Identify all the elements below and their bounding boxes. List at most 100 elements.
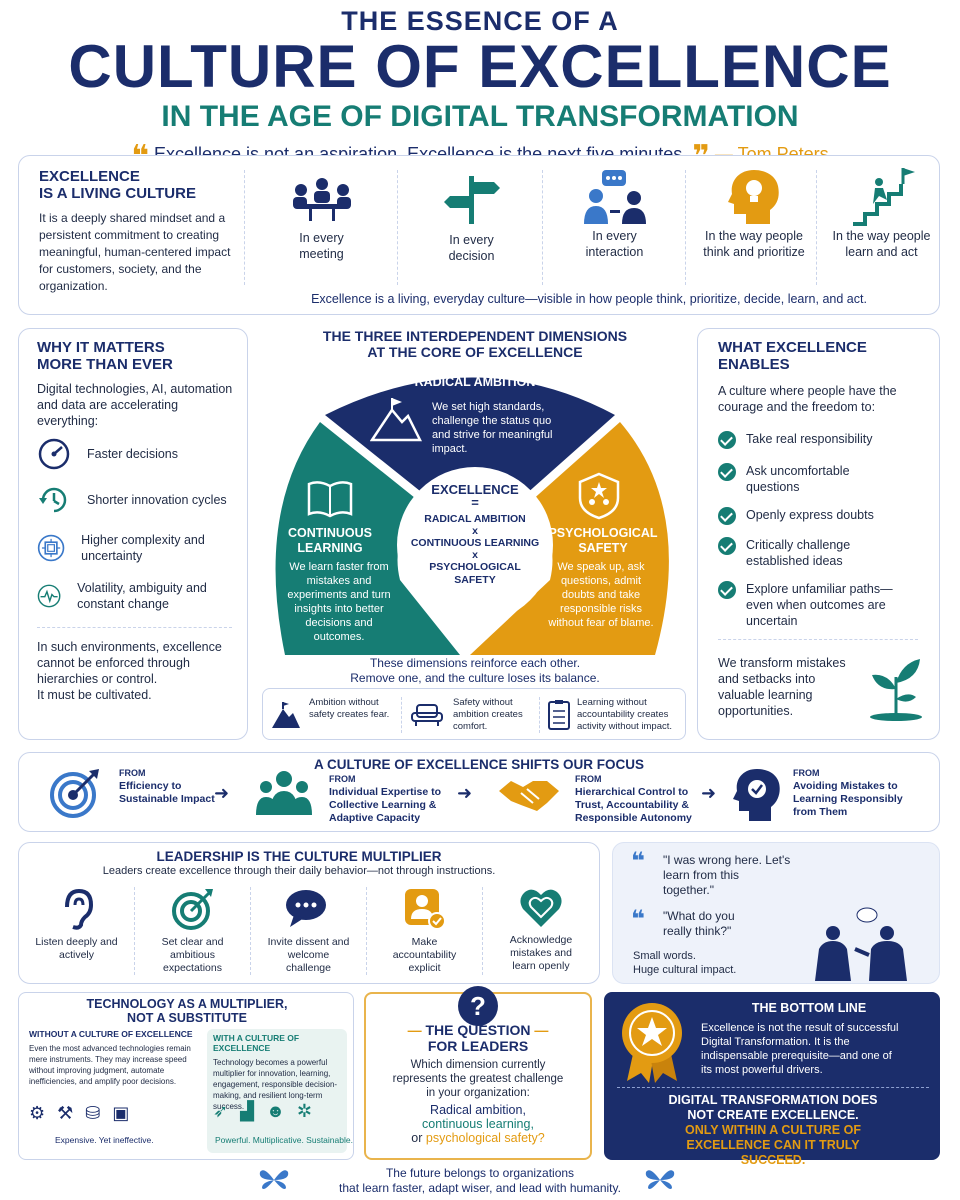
center-x2: x (472, 549, 478, 561)
bottom-title: THE BOTTOM LINE (751, 1001, 867, 1015)
dimensions-note-1: These dimensions reinforce each other. (369, 656, 581, 670)
leadership-label: Listen deeply and actively (35, 936, 118, 961)
with-text: Technology becomes a powerful multiplier… (213, 1058, 338, 1111)
gears-icon: ⚙ (29, 1103, 46, 1123)
list-item: Openly express doubts (718, 507, 928, 525)
head-bulb-icon (728, 170, 779, 224)
meeting-icon (292, 178, 351, 221)
award-badge-icon (622, 1003, 682, 1083)
quote-mark-icon: ❝ (631, 848, 646, 875)
why-closing-2: It must be cultivated. (37, 688, 152, 702)
learning-text: We learn faster from mistakes and experi… (287, 561, 391, 643)
enables-title-1: WHAT EXCELLENCE (718, 339, 867, 356)
footer-line-2: that learn faster, adapt wiser, and lead… (339, 1181, 621, 1195)
shift-text: Efficiency to Sustainable Impact (119, 780, 215, 805)
chip-icon (37, 534, 65, 562)
why-item-label: Shorter innovation cycles (87, 493, 227, 507)
living-item-learn: In the way people learn and act (824, 166, 939, 260)
bottom-text: Excellence is not the result of successf… (701, 1022, 899, 1076)
living-culture-card: EXCELLENCE IS A LIVING CULTURE It is a d… (18, 155, 940, 315)
quotes-card: ❝ "I was wrong here. Let's learn from th… (612, 842, 940, 984)
warning-text: Ambition without safety creates fear. (309, 697, 390, 720)
why-intro: Digital technologies, AI, automation and… (37, 382, 233, 428)
without-footer: Expensive. Yet ineffective. (55, 1135, 154, 1145)
ear-icon (64, 888, 93, 930)
leadership-title: LEADERSHIP IS THE CULTURE MULTIPLIER (156, 849, 442, 864)
center-a: RADICAL AMBITION (424, 513, 526, 525)
leadership-item: Invite dissent and welcome challenge (251, 887, 367, 975)
butterfly-icon (259, 1170, 289, 1189)
living-title-1: EXCELLENCE (39, 168, 140, 185)
question-opt-1: Radical ambition, (430, 1103, 526, 1117)
quote-mark-icon: ❝ (631, 906, 646, 933)
speedometer-icon (38, 438, 70, 470)
living-item-think: In the way people think and prioritize (694, 166, 814, 260)
enables-item: Openly express doubts (746, 508, 874, 522)
rocket-icon: ➶ (213, 1101, 229, 1121)
why-item-label: Higher complexity and uncertainty (81, 533, 205, 563)
leadership-item: Make accountability explicit (367, 887, 483, 975)
header: THE ESSENCE OF A CULTURE OF EXCELLENCE I… (0, 6, 960, 174)
question-text: Which dimension currently represents the… (392, 1059, 564, 1099)
mountain-icon (272, 702, 300, 728)
quotes-closing-2: Huge cultural impact. (633, 964, 737, 976)
head-check-icon (733, 769, 780, 821)
ambition-title: RADICAL AMBITION (414, 375, 536, 389)
quotes-closing-1: Small words. (633, 950, 696, 962)
check-icon (718, 463, 736, 481)
enables-item: Critically challenge established ideas (746, 538, 851, 568)
technology-title-1: TECHNOLOGY AS A MULTIPLIER, (86, 997, 288, 1011)
list-item: Critically challenge established ideas (718, 537, 928, 569)
shift-from: FROM (575, 774, 602, 784)
bottom-line-card: THE BOTTOM LINE Excellence is not the re… (604, 992, 940, 1167)
safety-text: We speak up, ask questions, admit doubts… (548, 561, 654, 629)
without-icons: ⚙ ⚒ ⛁ ▣ (29, 1103, 129, 1124)
leadership-label: Set clear and ambitious expectations (161, 936, 224, 974)
sofa-icon (411, 704, 443, 726)
dimensions-note-2: Remove one, and the culture loses its ba… (350, 671, 600, 685)
question-opt-2: continuous learning, (422, 1117, 534, 1131)
enables-closing: We transform mistakes and setbacks into … (718, 656, 846, 718)
list-item: Explore unfamiliar paths—even when outco… (718, 581, 928, 629)
why-item-label: Faster decisions (87, 447, 179, 461)
list-item: Faster decisions (37, 433, 237, 475)
header-line3: IN THE AGE OF DIGITAL TRANSFORMATION (161, 100, 799, 133)
center-c: PSYCHOLOGICAL SAFETY (429, 561, 521, 586)
enables-card: WHAT EXCELLENCE ENABLES A culture where … (697, 328, 940, 740)
enables-item: Ask uncomfortable questions (746, 464, 850, 494)
growth-chart-icon: ▟ (240, 1101, 254, 1121)
center-b: CONTINUOUS LEARNING (410, 537, 540, 549)
technology-title-2: NOT A SUBSTITUTE (127, 1011, 247, 1025)
living-item-meeting: In every meeting (259, 174, 384, 262)
shift-text: Avoiding Mistakes to Learning Responsibl… (793, 780, 903, 818)
dimensions-title-1: THE THREE INTERDEPENDENT DIMENSIONS (322, 328, 628, 344)
checklist-icon (548, 700, 570, 730)
leadership-label: Make accountability explicit (392, 936, 457, 974)
question-card: ? — THE QUESTION — FOR LEADERS Which dim… (364, 986, 592, 1160)
shift-card: A CULTURE OF EXCELLENCE SHIFTS OUR FOCUS… (18, 752, 940, 832)
shift-from: FROM (119, 768, 146, 778)
warning-text: Safety without ambition creates comfort. (453, 697, 523, 732)
dimensions-note: These dimensions reinforce each other. R… (290, 656, 660, 686)
chat-people-icon (583, 170, 646, 224)
living-item-label: In the way people learn and act (832, 229, 931, 259)
list-item: Take real responsibility (718, 431, 928, 449)
enables-item: Explore unfamiliar paths—even when outco… (746, 582, 893, 628)
shift-from: FROM (329, 774, 356, 784)
question-opt-3-pre: or (411, 1131, 423, 1145)
shift-text: Individual Expertise to Collective Learn… (329, 786, 442, 824)
why-item-label: Volatility, ambiguity and constant chang… (77, 581, 207, 611)
check-icon (718, 581, 736, 599)
target-icon (171, 889, 213, 930)
signpost-icon (443, 176, 500, 224)
dimensions-wheel (275, 377, 669, 655)
center-title: EXCELLENCE (431, 482, 519, 497)
enables-intro: A culture where people have the courage … (718, 384, 897, 414)
butterfly-icon (645, 1170, 675, 1189)
living-item-label: In the way people think and prioritize (703, 229, 805, 259)
dash-left: — (407, 1022, 426, 1038)
mountain-flag-icon (370, 398, 422, 442)
with-footer: Powerful. Multiplicative. Sustainable. (215, 1135, 353, 1145)
check-icon (718, 537, 736, 555)
dimensions-header: THE THREE INTERDEPENDENT DIMENSIONS AT T… (260, 328, 690, 360)
